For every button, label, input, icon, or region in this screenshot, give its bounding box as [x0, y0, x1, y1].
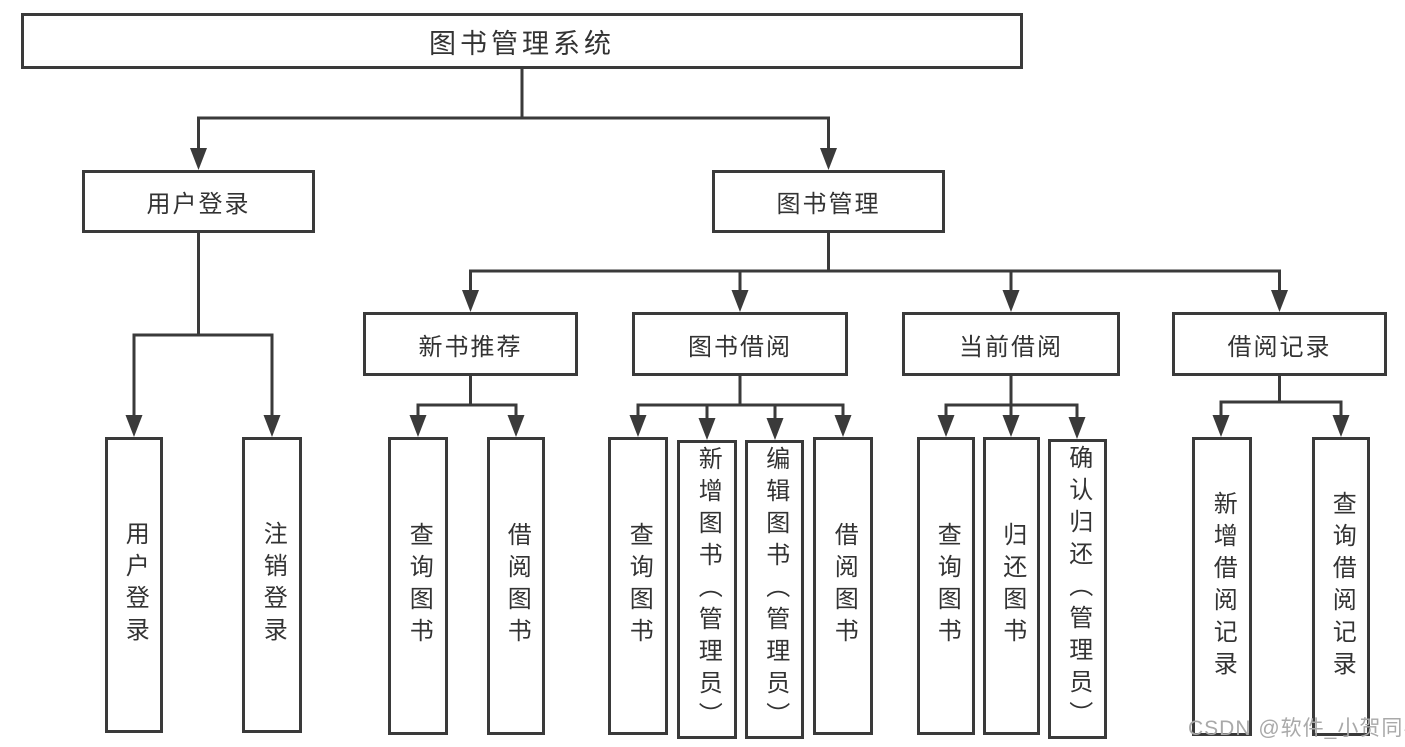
node-user-login: 用户登录: [82, 170, 315, 233]
connector-book-borrowing: [629, 376, 852, 440]
node-current-borrowing: 当前借阅: [902, 312, 1120, 376]
leaf-query-borrow-record: 查询借阅记录: [1312, 437, 1370, 736]
leaf-borrow-books-borrowing: 借阅图书: [813, 437, 873, 735]
leaf-query-books-borrowing: 查询图书: [608, 437, 668, 735]
node-book-management: 图书管理: [712, 170, 945, 233]
connector-user-login: [125, 233, 281, 437]
leaf-query-books-current: 查询图书: [917, 437, 975, 735]
leaf-logout: 注销登录: [242, 437, 302, 733]
node-borrowing-records: 借阅记录: [1172, 312, 1387, 376]
leaf-add-borrow-record: 新增借阅记录: [1192, 437, 1252, 736]
watermark: CSDN @软件_小贺同学: [1188, 717, 1405, 740]
leaf-return-books: 归还图书: [983, 437, 1040, 735]
connector-root: [190, 69, 837, 170]
leaf-confirm-return-admin: 确认归还（管理员）: [1048, 439, 1107, 739]
leaf-borrow-books-recommend: 借阅图书: [487, 437, 545, 735]
leaf-user-login: 用户登录: [105, 437, 163, 733]
node-new-book-recommend: 新书推荐: [363, 312, 578, 376]
node-library-management-system: 图书管理系统: [21, 13, 1023, 69]
connector-borrowing-records: [1212, 376, 1350, 437]
connector-current-borrowing: [937, 376, 1086, 439]
leaf-add-book-admin: 新增图书（管理员）: [677, 440, 737, 739]
leaf-query-books-recommend: 查询图书: [388, 437, 448, 735]
node-book-borrowing: 图书借阅: [632, 312, 848, 376]
connector-new-book-recommend: [409, 376, 525, 437]
leaf-edit-book-admin: 编辑图书（管理员）: [745, 440, 804, 739]
connector-book-management: [462, 233, 1288, 312]
